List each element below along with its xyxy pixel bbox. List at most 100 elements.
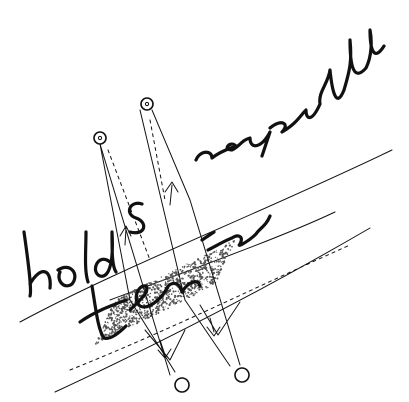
stipple-dot bbox=[165, 281, 166, 282]
stipple-dot bbox=[189, 264, 190, 265]
stipple-dot bbox=[172, 301, 174, 303]
stipple-dot bbox=[126, 309, 128, 311]
stipple-dot bbox=[185, 272, 187, 274]
stipple-dot bbox=[163, 309, 165, 311]
stipple-dot bbox=[195, 284, 197, 286]
stipple-dot bbox=[179, 269, 181, 271]
stipple-dot bbox=[108, 313, 110, 315]
stipple-dot bbox=[125, 319, 126, 320]
stipple-dot bbox=[124, 304, 126, 306]
stipple-dot bbox=[133, 311, 135, 313]
stipple-dot bbox=[216, 269, 217, 270]
stipple-dot bbox=[127, 294, 128, 295]
stipple-dot bbox=[205, 264, 207, 266]
stipple-dot bbox=[127, 303, 128, 304]
stipple-dot bbox=[201, 268, 203, 270]
stipple-dot bbox=[204, 267, 206, 269]
stipple-dot bbox=[115, 317, 116, 318]
stipple-dot bbox=[125, 295, 127, 297]
stipple-dot bbox=[214, 252, 215, 253]
stipple-dot bbox=[206, 279, 208, 281]
stipple-dot bbox=[132, 290, 134, 292]
stipple-dot bbox=[157, 284, 159, 286]
stipple-dot bbox=[173, 280, 174, 281]
stipple-dot bbox=[191, 292, 192, 293]
stipple-dot bbox=[116, 310, 118, 312]
stipple-dot bbox=[121, 304, 122, 305]
stipple-dot bbox=[128, 325, 130, 327]
stipple-dot bbox=[171, 293, 173, 295]
stipple-dot bbox=[105, 322, 106, 323]
stipple-dot bbox=[212, 268, 214, 270]
stipple-dot bbox=[149, 283, 150, 284]
stipple-dot bbox=[125, 311, 127, 313]
stipple-dot bbox=[107, 327, 109, 329]
stipple-dot bbox=[108, 318, 109, 319]
stipple-dot bbox=[156, 291, 158, 293]
stipple-dot bbox=[162, 300, 164, 302]
stipple-dot bbox=[103, 326, 105, 328]
stipple-dot bbox=[201, 274, 202, 275]
stipple-dot bbox=[208, 256, 210, 258]
stipple-dot bbox=[195, 269, 197, 271]
stipple-dot bbox=[220, 260, 221, 261]
stipple-dot bbox=[198, 276, 199, 277]
stipple-dot bbox=[195, 276, 196, 277]
stipple-dot bbox=[203, 262, 204, 263]
stipple-dot bbox=[161, 304, 163, 306]
stipple-dot bbox=[194, 294, 195, 295]
stipple-dot bbox=[148, 314, 149, 315]
stipple-dot bbox=[202, 289, 204, 291]
stipple-dot bbox=[112, 323, 113, 324]
stipple-dot bbox=[209, 253, 211, 255]
stipple-dot bbox=[189, 294, 190, 295]
stipple-dot bbox=[145, 317, 147, 319]
stipple-dot bbox=[107, 322, 108, 323]
stipple-dot bbox=[159, 305, 161, 307]
stipple-dot bbox=[212, 252, 213, 253]
stipple-dot bbox=[175, 291, 177, 293]
stipple-dot bbox=[205, 286, 207, 288]
stipple-dot bbox=[195, 271, 196, 272]
stipple-dot bbox=[216, 250, 217, 251]
stipple-dot bbox=[114, 326, 115, 327]
stipple-dot bbox=[164, 284, 166, 286]
stipple-dot bbox=[190, 289, 192, 291]
stipple-dot bbox=[168, 296, 170, 298]
stipple-dot bbox=[139, 311, 141, 313]
stipple-dot bbox=[126, 313, 128, 315]
stipple-dot bbox=[140, 291, 142, 293]
stipple-dot bbox=[132, 294, 133, 295]
stipple-dot bbox=[160, 285, 162, 287]
stipple-dot bbox=[141, 315, 143, 317]
stipple-dot bbox=[127, 319, 128, 320]
stipple-dot bbox=[185, 293, 186, 294]
stipple-dot bbox=[199, 288, 201, 290]
stipple-dot bbox=[114, 332, 115, 333]
stipple-dot bbox=[170, 276, 172, 278]
stipple-dot bbox=[225, 252, 227, 254]
stipple-dot bbox=[165, 306, 166, 307]
stipple-dot bbox=[187, 270, 189, 272]
stipple-dot bbox=[119, 320, 121, 322]
stipple-dot bbox=[152, 299, 154, 301]
stipple-dot bbox=[133, 318, 135, 320]
stipple-dot bbox=[201, 284, 202, 285]
stipple-dot bbox=[125, 313, 126, 314]
stipple-dot bbox=[111, 319, 113, 321]
stipple-dot bbox=[152, 311, 153, 312]
stipple-dot bbox=[147, 310, 149, 312]
stipple-dot bbox=[121, 317, 122, 318]
stipple-dot bbox=[210, 260, 211, 261]
stipple-dot bbox=[115, 309, 116, 310]
stipple-dot bbox=[113, 311, 115, 313]
handwritten-word-responsible bbox=[196, 30, 384, 160]
stipple-dot bbox=[222, 261, 223, 262]
stipple-dot bbox=[119, 308, 121, 310]
stipple-dot bbox=[169, 299, 170, 300]
stipple-dot bbox=[173, 303, 174, 304]
stipple-dot bbox=[114, 329, 116, 331]
stipple-dot bbox=[217, 258, 218, 259]
stipple-dot bbox=[216, 261, 218, 263]
